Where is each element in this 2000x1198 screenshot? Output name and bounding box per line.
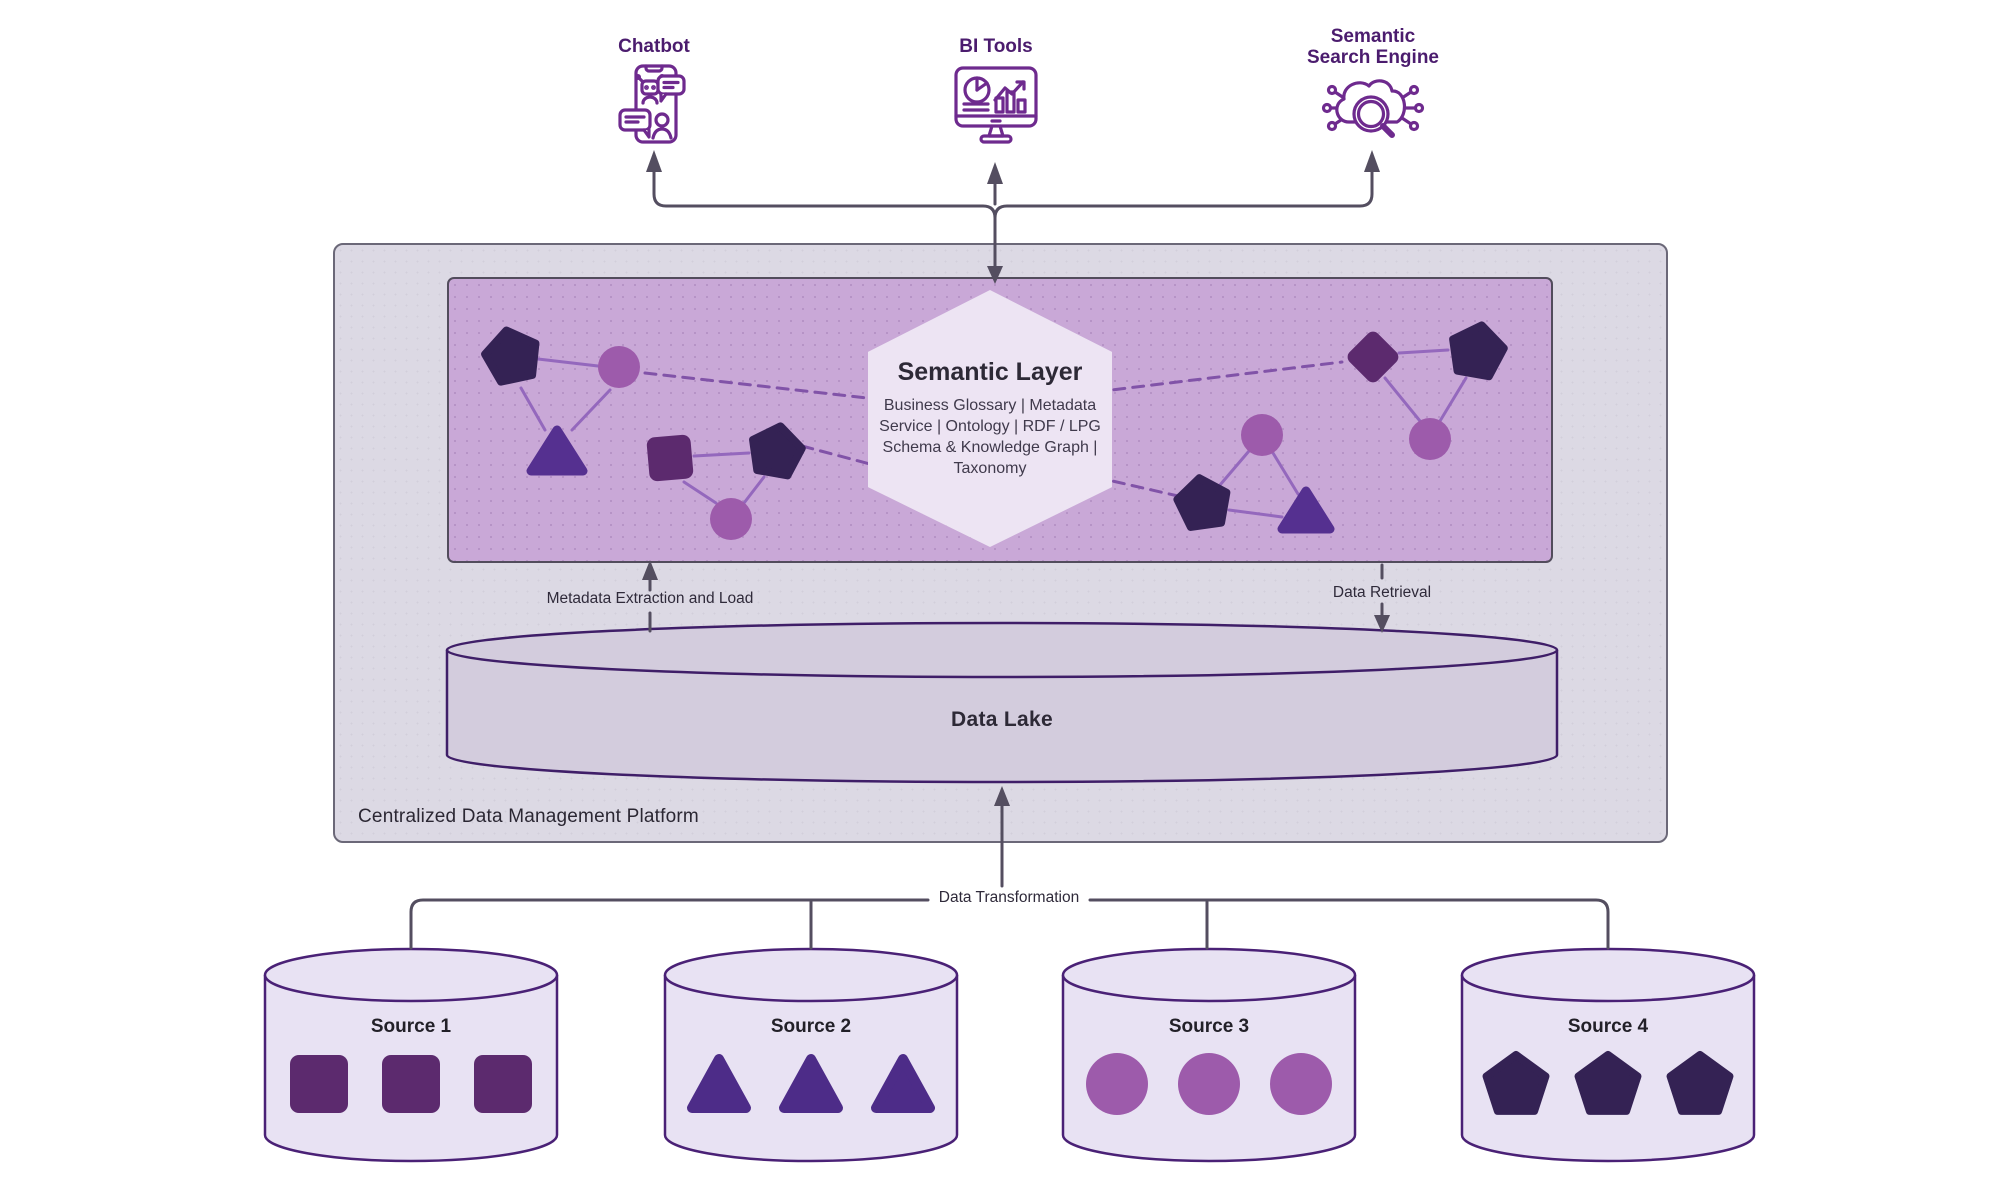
bi-tools-label: BI Tools xyxy=(959,36,1033,57)
node-triangle xyxy=(1277,486,1335,534)
metadata-extraction-label: Metadata Extraction and Load xyxy=(546,590,754,607)
semantic-search-icon xyxy=(1321,79,1425,138)
graph-edges xyxy=(519,348,1468,519)
arrow-to-chatbot xyxy=(646,150,662,172)
node-pentagon xyxy=(481,326,540,386)
data-lake-cylinder xyxy=(445,621,1559,784)
semantic-layer-subtitle: Business Glossary | Metadata Service | O… xyxy=(879,397,1101,477)
data-retrieval-arrow xyxy=(1374,563,1390,633)
node-pentagon xyxy=(1173,474,1231,531)
source-4-pentagon-shapes xyxy=(1482,1051,1734,1115)
semantic-layer-title: Semantic Layer xyxy=(897,358,1083,386)
data-transformation-arrow xyxy=(994,786,1010,888)
node-circle xyxy=(1409,418,1451,460)
source-2-label: Source 2 xyxy=(770,1016,852,1037)
arrow-to-bi-tools xyxy=(987,162,1003,184)
arrow-into-semantic-layer xyxy=(987,266,1003,284)
source-bus-connector xyxy=(409,898,1610,950)
source-1-cylinder xyxy=(263,947,559,1163)
data-retrieval-label: Data Retrieval xyxy=(1332,584,1432,601)
top-arrowheads xyxy=(646,150,1380,284)
source-1-label: Source 1 xyxy=(370,1016,452,1037)
node-circle xyxy=(710,498,752,540)
node-pentagon xyxy=(749,422,806,480)
source-1-square-shapes xyxy=(290,1055,532,1113)
graph-dashed-edges xyxy=(643,360,1344,498)
data-lake-label: Data Lake xyxy=(951,708,1053,731)
source-3-circle-shapes xyxy=(1086,1053,1332,1115)
node-pentagon xyxy=(1449,321,1508,381)
semantic-layer-hexagon: Semantic Layer Business Glossary | Metad… xyxy=(868,290,1112,547)
source-4-label: Source 4 xyxy=(1567,1016,1649,1037)
arrow-to-search xyxy=(1364,150,1380,172)
source-3-cylinder xyxy=(1061,947,1357,1163)
graph-nodes xyxy=(481,321,1508,540)
data-transformation-label: Data Transformation xyxy=(938,889,1080,906)
chatbot-icon xyxy=(618,64,686,144)
source-2-triangle-shapes xyxy=(687,1054,935,1113)
source-3-label: Source 3 xyxy=(1168,1016,1250,1037)
node-circle xyxy=(1241,414,1283,456)
node-diamond xyxy=(1347,331,1399,383)
top-connector xyxy=(652,168,1374,268)
node-triangle xyxy=(526,425,588,476)
node-square xyxy=(646,434,694,482)
node-circle xyxy=(598,346,640,388)
source-2-cylinder xyxy=(663,947,959,1163)
source-4-cylinder xyxy=(1460,947,1756,1163)
semantic-search-label: Semantic Search Engine xyxy=(1307,26,1439,68)
platform-label: Centralized Data Management Platform xyxy=(358,806,699,827)
chatbot-label: Chatbot xyxy=(618,36,690,57)
bi-tools-icon xyxy=(954,66,1038,144)
metadata-extraction-arrow xyxy=(642,560,658,633)
